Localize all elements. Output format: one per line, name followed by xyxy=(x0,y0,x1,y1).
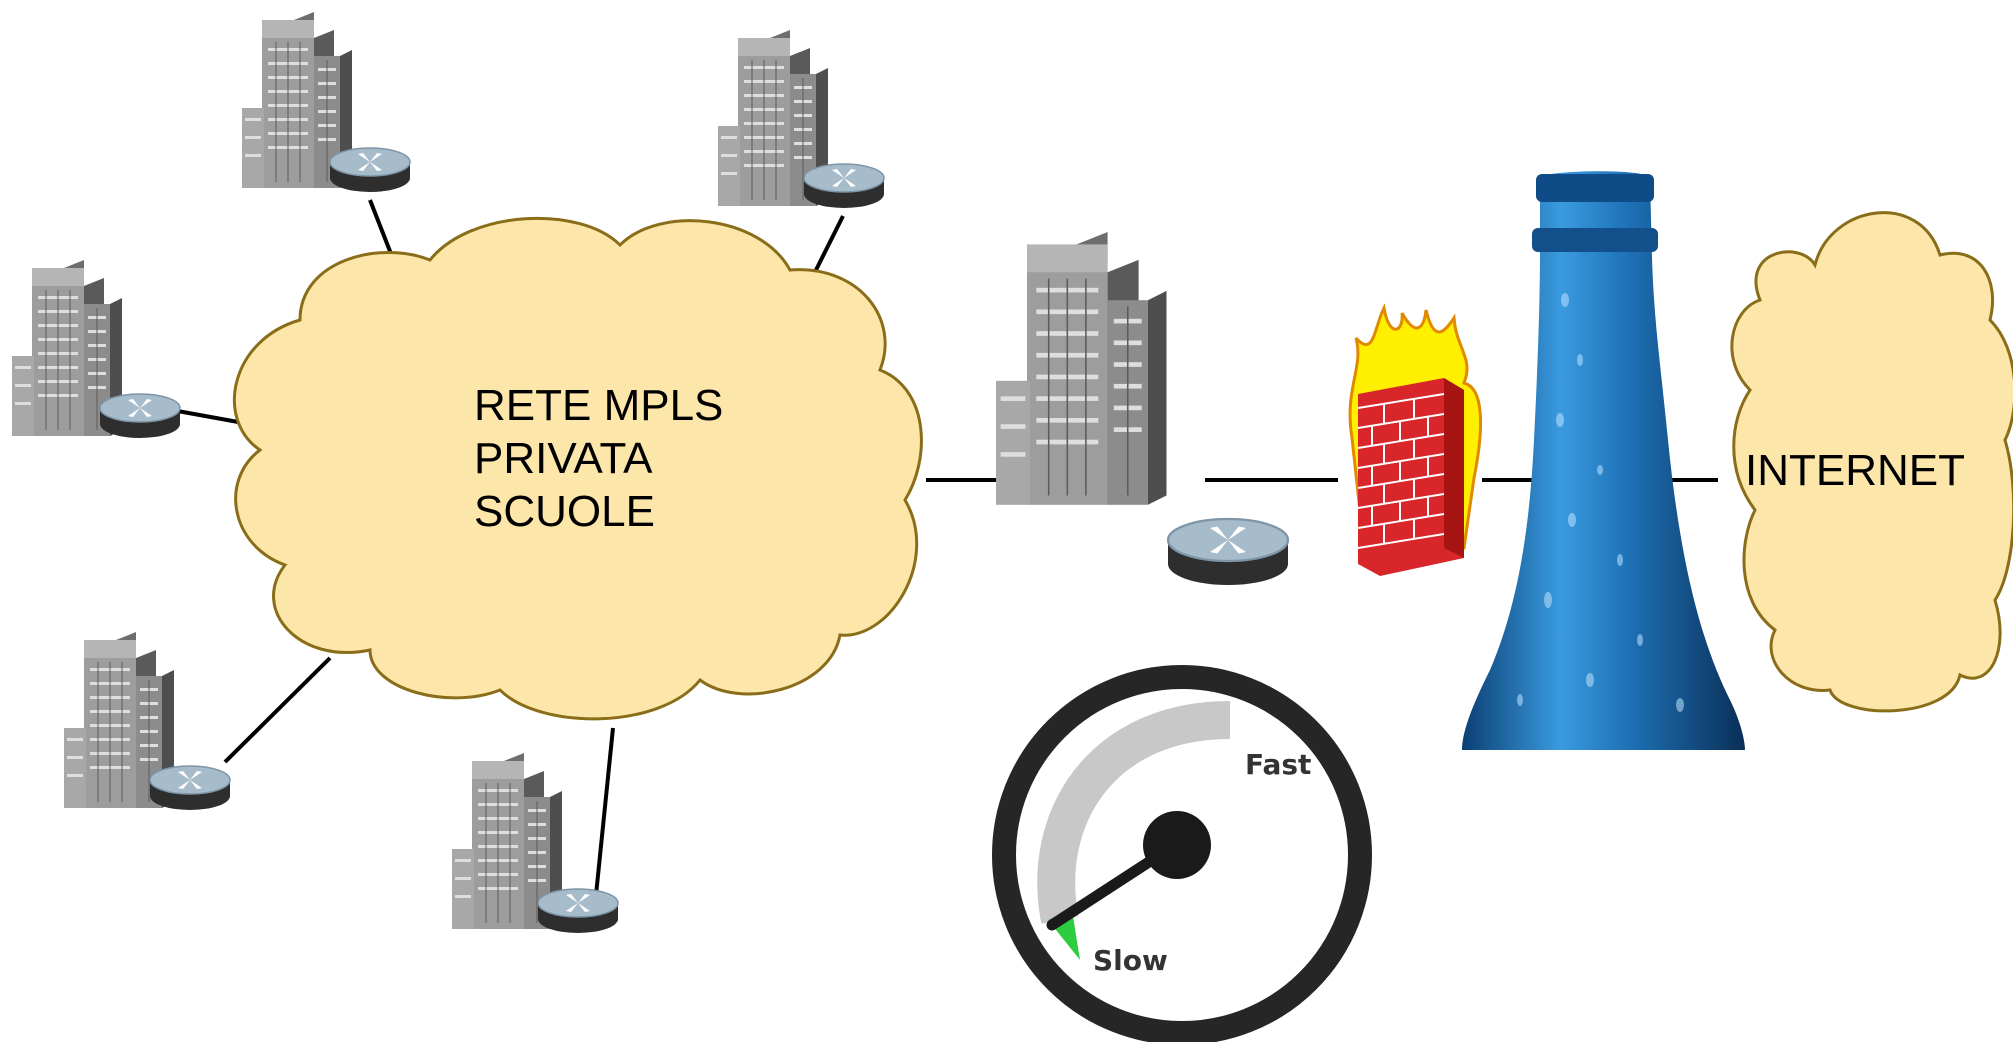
router-icon xyxy=(149,765,231,811)
school-site-5 xyxy=(451,752,619,934)
gauge-slow-label: Slow xyxy=(1093,944,1168,977)
office-building-icon xyxy=(995,231,1168,506)
mpls-cloud: RETE MPLS PRIVATA SCUOLE xyxy=(232,216,923,721)
router-icon xyxy=(99,393,181,439)
router-icon xyxy=(537,888,619,934)
school-site-1 xyxy=(241,11,411,193)
gauge-fast-label: Fast xyxy=(1245,748,1311,781)
network-links xyxy=(171,199,1718,896)
router-icon xyxy=(803,163,885,209)
school-site-3 xyxy=(11,259,181,439)
mpls-cloud-line-1: RETE MPLS xyxy=(474,381,723,430)
school-site-4 xyxy=(63,631,231,811)
link-school-5 xyxy=(594,727,615,896)
school-site-2 xyxy=(717,29,885,209)
internet-cloud-label: INTERNET xyxy=(1745,446,1965,495)
central-hub xyxy=(995,231,1290,587)
gauge-arc xyxy=(1037,701,1231,924)
mpls-cloud-line-2: PRIVATA xyxy=(474,434,653,483)
bottle-icon xyxy=(1462,171,1745,750)
link-school-4 xyxy=(223,656,332,764)
internet-cloud: INTERNET xyxy=(1730,211,2013,713)
router-icon xyxy=(329,147,411,193)
speed-gauge: Fast Slow xyxy=(992,665,1372,1042)
mpls-cloud-line-3: SCUOLE xyxy=(474,487,655,536)
gauge-hub xyxy=(1143,811,1211,879)
firewall-icon xyxy=(1348,303,1482,576)
router-icon xyxy=(1166,517,1290,587)
mpls-cloud-shape xyxy=(232,216,923,721)
internet-cloud-shape xyxy=(1730,211,2013,713)
